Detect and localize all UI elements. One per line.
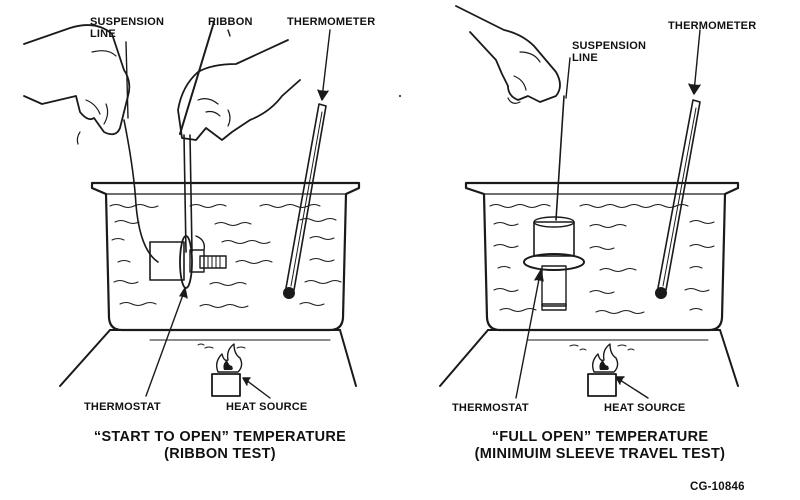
left-panel-art <box>24 22 359 398</box>
left-caption: “START TO OPEN” TEMPERATURE (RIBBON TEST… <box>40 429 400 463</box>
right-water-pan <box>466 183 738 330</box>
left-label-suspension-line: SUSPENSION LINE <box>90 16 164 40</box>
right-label-suspension-line: SUSPENSION LINE <box>572 40 646 64</box>
right-water-lines <box>490 205 714 314</box>
left-label-ribbon: RIBBON <box>208 16 253 28</box>
left-heat-source <box>198 344 245 396</box>
left-thermometer <box>283 104 326 299</box>
right-caption: “FULL OPEN” TEMPERATURE (MINIMUIM SLEEVE… <box>430 429 770 463</box>
left-label-thermometer: THERMOMETER <box>287 16 375 28</box>
right-caption-subtitle: (MINIMUIM SLEEVE TRAVEL TEST) <box>430 446 770 463</box>
left-label-suspension: SUSPENSION <box>90 16 164 28</box>
right-label-heat-source: HEAT SOURCE <box>604 402 685 414</box>
left-caption-title: “START TO OPEN” TEMPERATURE <box>40 429 400 446</box>
right-label-suspension: SUSPENSION <box>572 40 646 52</box>
left-stand <box>60 330 356 386</box>
left-label-line: LINE <box>90 28 164 40</box>
right-thermostat <box>524 217 584 310</box>
left-thermostat <box>150 236 226 288</box>
figure-id: CG-10846 <box>690 481 745 493</box>
right-hand-holding-ribbon <box>178 40 300 140</box>
right-panel-art <box>440 6 738 398</box>
right-label-thermometer: THERMOMETER <box>668 20 756 32</box>
right-thermometer <box>655 100 700 299</box>
right-label-line: LINE <box>572 52 646 64</box>
speck <box>399 95 401 97</box>
left-caption-subtitle: (RIBBON TEST) <box>40 446 400 463</box>
left-label-thermostat: THERMOSTAT <box>84 401 161 413</box>
right-label-thermostat: THERMOSTAT <box>452 402 529 414</box>
right-stand <box>440 330 738 386</box>
right-suspension-line <box>556 96 564 220</box>
right-caption-title: “FULL OPEN” TEMPERATURE <box>430 429 770 446</box>
left-suspension-line <box>124 120 158 262</box>
left-hand-holding-line <box>24 25 129 144</box>
right-hand-holding-line <box>456 6 560 103</box>
left-label-heat-source: HEAT SOURCE <box>226 401 307 413</box>
right-heat-source <box>570 344 634 396</box>
